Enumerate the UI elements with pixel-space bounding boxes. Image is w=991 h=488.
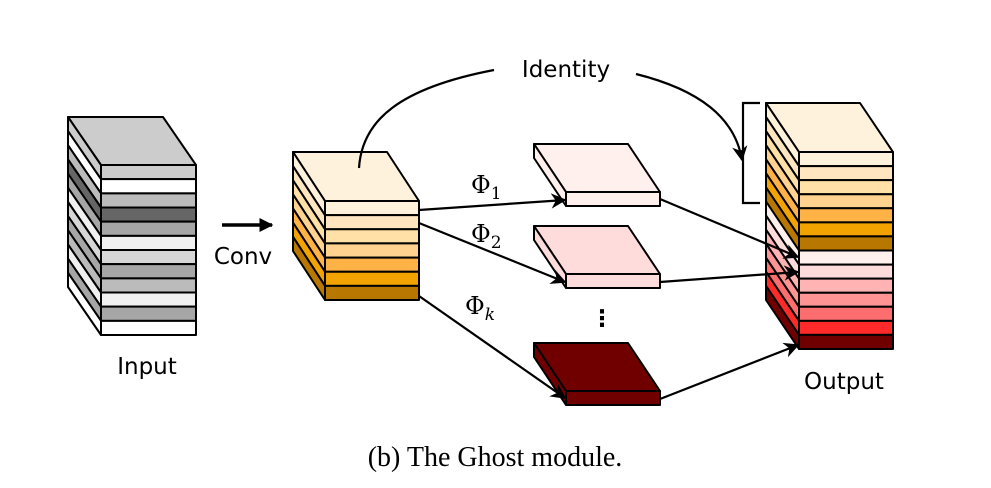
conv-label: Conv	[214, 244, 272, 270]
phi-2-output	[533, 225, 661, 289]
output-layer	[798, 263, 894, 280]
phi-k-output	[533, 342, 661, 406]
input-layer	[100, 277, 197, 294]
output-layer	[798, 305, 894, 322]
input-layer	[100, 178, 197, 195]
intrinsic-layer	[324, 200, 420, 217]
output-layer	[798, 277, 894, 294]
phi-1-label: Φ1	[471, 171, 502, 204]
output-layer	[798, 151, 894, 168]
input-feature-stack	[67, 116, 197, 336]
output-layer	[798, 193, 894, 210]
phi-1-arrow	[418, 193, 567, 212]
slab-front-face	[565, 390, 661, 406]
phi-k-arrow	[418, 295, 567, 399]
slab-1-to-output-arrow	[659, 197, 800, 259]
input-layer	[100, 234, 197, 251]
output-layer	[798, 319, 894, 336]
input-layer	[100, 164, 197, 181]
output-label: Output	[804, 369, 884, 395]
input-layer	[100, 220, 197, 237]
phi-k-label: Φk	[465, 292, 495, 325]
input-label: Input	[117, 354, 177, 380]
ghost-feature-slabs	[533, 143, 661, 406]
output-layer	[798, 249, 894, 266]
output-layer	[798, 221, 894, 238]
input-layer	[100, 249, 197, 266]
phi-2-label: Φ2	[471, 220, 502, 253]
output-layer	[798, 291, 894, 308]
input-layer	[100, 291, 197, 308]
input-layer	[100, 263, 197, 280]
intrinsic-layer	[324, 214, 420, 231]
intrinsic-layer	[324, 256, 420, 273]
ellipsis: ⋮	[591, 306, 614, 332]
phi-1-output	[533, 143, 661, 207]
slab-2-to-output-arrow	[659, 265, 800, 284]
input-layer	[100, 192, 197, 209]
slab-k-to-output-arrow	[659, 342, 800, 401]
output-layer	[798, 165, 894, 182]
output-layer	[798, 333, 894, 350]
intrinsic-feature-stack	[292, 151, 420, 301]
identity-bracket	[741, 101, 760, 205]
input-layer	[100, 305, 197, 322]
identity-curve-right	[635, 72, 748, 162]
phi-2-arrow	[418, 221, 567, 284]
intrinsic-layer	[324, 270, 420, 287]
slab-front-face	[565, 191, 661, 207]
output-feature-stack	[765, 102, 894, 350]
identity-curve-left	[357, 68, 495, 169]
intrinsic-layer	[324, 228, 420, 245]
identity-label: Identity	[522, 57, 610, 83]
input-layer	[100, 319, 197, 336]
intrinsic-layer	[324, 284, 420, 301]
intrinsic-layer	[324, 242, 420, 259]
output-layer	[798, 179, 894, 196]
output-layer	[798, 207, 894, 224]
figure-caption: (b) The Ghost module.	[368, 442, 623, 473]
input-layer	[100, 206, 197, 223]
slab-front-face	[565, 273, 661, 289]
output-layer	[798, 235, 894, 252]
